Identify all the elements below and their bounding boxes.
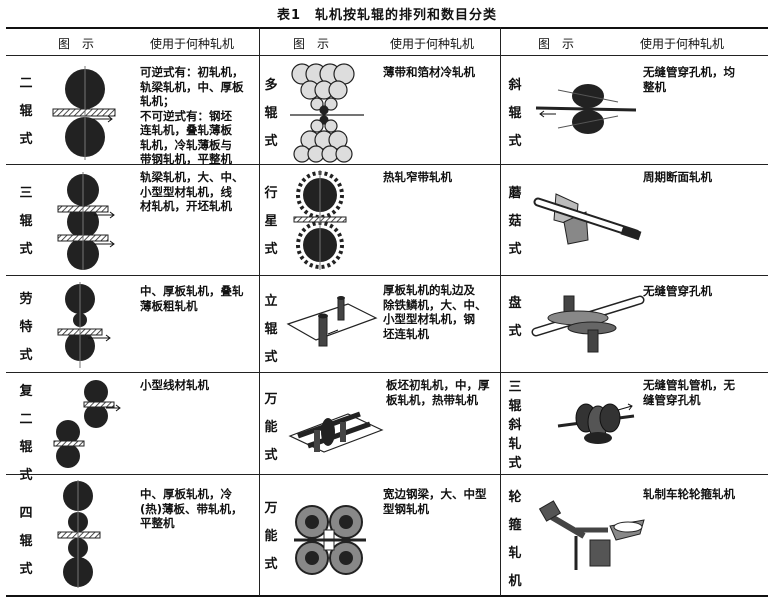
cluster-mill-diagram xyxy=(290,62,366,163)
disc-mill-diagram xyxy=(531,288,645,358)
mill-type-label: 斜辊式 xyxy=(508,78,522,149)
usage-text: 板坯初轧机，中，厚板轧机，热带轧机 xyxy=(386,378,490,407)
usage-text: 薄带和箔材冷轧机 xyxy=(383,65,475,79)
header-usage-3: 使用于何种轧机 xyxy=(640,37,725,51)
usage-text: 可逆式有：初轧机，轨梁轧机，中、厚板轧机；不可逆式有：钢坯连轧机，叠轧薄板轧机，… xyxy=(140,65,244,166)
mushroom-mill-diagram xyxy=(533,190,646,250)
usage-text: 中、厚板轧机，叠轧薄板粗轧机 xyxy=(140,284,244,313)
header-usage-1: 使用于何种轧机 xyxy=(150,37,235,51)
table-title: 表1 轧机按轧辊的排列和数目分类 xyxy=(0,4,774,23)
universal-mill-diagram xyxy=(288,400,384,462)
bottom-rule xyxy=(6,595,768,597)
usage-text: 厚板轧机的轧边及除铁鳞机，大、中、小型型材轧机，钢坯连轧机 xyxy=(383,283,487,341)
usage-text: 小型线材轧机 xyxy=(140,378,209,392)
usage-text: 热轧窄带轧机 xyxy=(383,170,452,184)
mill-type-label: 多辊式 xyxy=(264,78,278,149)
mill-type-label: 万能式 xyxy=(264,501,278,572)
mill-type-label: 万能式 xyxy=(264,392,278,463)
usage-text: 中、厚板轧机，冷(热)薄板、带轧机，平整机 xyxy=(140,487,243,530)
mill-type-label: 行星式 xyxy=(264,186,278,257)
double-duo-mill-diagram xyxy=(50,378,122,468)
mill-type-label: 轮箍轧机 xyxy=(508,490,522,589)
two-high-mill-diagram xyxy=(50,66,120,160)
usage-text: 无缝管轧管机，无缝管穿孔机 xyxy=(643,378,735,407)
mill-type-label: 劳特式 xyxy=(19,292,33,363)
usage-text: 无缝管穿孔机 xyxy=(643,284,712,298)
mill-type-label: 蘑菇式 xyxy=(508,186,522,257)
mill-type-label: 盘式 xyxy=(508,296,522,339)
mill-type-label: 立辊式 xyxy=(264,294,278,365)
three-high-mill-diagram xyxy=(56,172,122,270)
mill-type-label: 二辊式 xyxy=(19,76,33,147)
usage-text: 轨梁轧机，大、中、小型型材轧机，线材轧机，开坯轧机 xyxy=(140,170,244,213)
row-divider xyxy=(6,275,768,276)
header-usage-2: 使用于何种轧机 xyxy=(390,37,475,51)
row-divider xyxy=(6,372,768,373)
header-rule xyxy=(6,55,768,56)
lauth-mill-diagram xyxy=(57,282,122,368)
header-figure-1: 图 示 xyxy=(58,37,95,51)
four-high-mill-diagram xyxy=(56,480,116,588)
top-rule xyxy=(6,27,768,29)
table-number: 表1 xyxy=(276,8,302,23)
usage-text: 周期断面轧机 xyxy=(643,170,712,184)
header-figure-2: 图 示 xyxy=(293,37,330,51)
mill-type-label: 三辊式 xyxy=(19,186,33,257)
row-divider xyxy=(6,474,768,475)
column-divider xyxy=(500,27,501,596)
usage-text: 无缝管穿孔机，均整机 xyxy=(643,65,735,94)
row-divider xyxy=(6,164,768,165)
universal-beam-mill-diagram xyxy=(292,496,368,580)
skew-roll-mill-diagram xyxy=(535,82,637,138)
usage-text: 宽边钢梁，大、中型型钢轧机 xyxy=(383,487,487,516)
mill-type-label: 三辊斜轧式 xyxy=(508,380,522,471)
vertical-roll-mill-diagram xyxy=(286,296,378,356)
column-divider xyxy=(259,27,260,596)
mill-type-label: 四辊式 xyxy=(19,506,33,577)
usage-text: 轧制车轮轮箍轧机 xyxy=(643,487,735,501)
header-figure-3: 图 示 xyxy=(538,37,575,51)
three-roll-skew-mill-diagram xyxy=(556,396,636,456)
planetary-mill-diagram xyxy=(292,170,352,270)
wheel-tire-mill-diagram xyxy=(536,500,646,574)
table-title-text: 轧机按轧辊的排列和数目分类 xyxy=(315,8,498,23)
mill-type-label: 复二辊式 xyxy=(19,384,33,483)
